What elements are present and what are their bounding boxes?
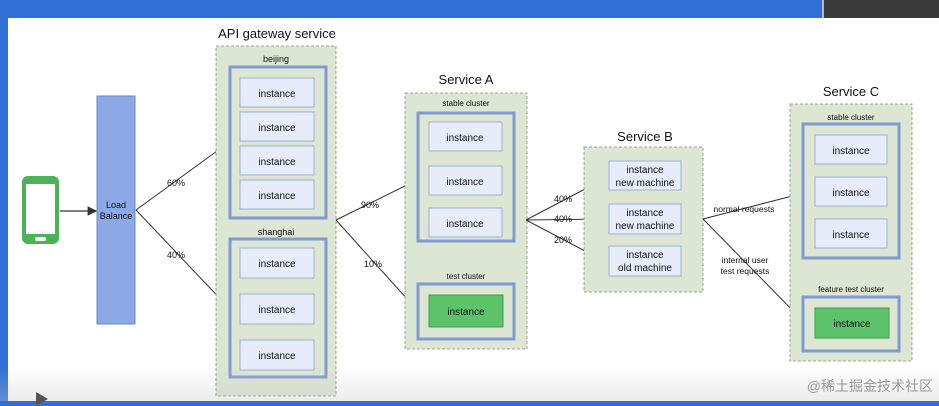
edge-label-10: 10% bbox=[364, 259, 382, 269]
beijing-instance-2-label: instance bbox=[258, 123, 296, 134]
webcam-thumbnail bbox=[822, 0, 939, 20]
load-balancer: Load Balance bbox=[96, 95, 136, 325]
edge-label-internal-line1: internal user bbox=[722, 255, 769, 265]
service-c-stable-instance-3: instance bbox=[814, 218, 888, 249]
beijing-instance-4-label: instance bbox=[258, 191, 296, 202]
top-strip bbox=[0, 0, 939, 18]
shanghai-instance-3: instance bbox=[239, 339, 315, 371]
edge-lb-to-beijing bbox=[135, 142, 229, 211]
shanghai-instance-1-label: instance bbox=[258, 259, 296, 270]
service-c-stable-instance-1-label: instance bbox=[832, 146, 870, 157]
beijing-instance-1-label: instance bbox=[258, 89, 296, 100]
edge-b-to-c-normal bbox=[702, 190, 805, 220]
service-a-stable-instance-1-label: instance bbox=[446, 133, 484, 144]
service-b-instance-3-line2: old machine bbox=[618, 263, 672, 274]
service-a-stable-instance-3: instance bbox=[428, 207, 503, 238]
edge-label-normal-requests: normal requests bbox=[714, 204, 775, 214]
phone-icon bbox=[22, 176, 59, 244]
shanghai-label: shanghai bbox=[258, 227, 295, 237]
service-b-instance-2-line2: new machine bbox=[616, 221, 675, 232]
edge-gateway-to-stable bbox=[335, 179, 418, 221]
service-c-feature-instance-label: instance bbox=[833, 319, 871, 330]
lb-label-line2: Balance bbox=[100, 211, 133, 221]
gateway-title: API gateway service bbox=[218, 26, 336, 41]
service-a-stable-instance-1: instance bbox=[428, 121, 503, 152]
service-c-feature-instance: instance bbox=[814, 307, 890, 339]
shanghai-instance-2-label: instance bbox=[258, 305, 296, 316]
service-b-title: Service B bbox=[617, 129, 673, 144]
service-c-stable-instance-2: instance bbox=[814, 176, 888, 207]
edge-label-90: 90% bbox=[361, 200, 379, 210]
beijing-instance-3-label: instance bbox=[258, 157, 296, 168]
edge-lb-to-shanghai bbox=[135, 209, 229, 308]
service-b-instance-1: instance new machine bbox=[608, 160, 682, 191]
service-b-instance-3-line1: instance bbox=[626, 250, 664, 261]
service-a-title: Service A bbox=[439, 72, 494, 87]
play-icon[interactable] bbox=[36, 392, 48, 406]
edge-label-a-b-3: 20% bbox=[554, 235, 572, 245]
video-control-bar bbox=[0, 366, 939, 401]
service-a-test-label: test cluster bbox=[447, 272, 486, 281]
beijing-instance-1: instance bbox=[239, 77, 315, 108]
service-a-stable-instance-3-label: instance bbox=[446, 219, 484, 230]
beijing-instance-3: instance bbox=[239, 145, 315, 176]
service-c-title: Service C bbox=[823, 84, 879, 99]
shanghai-instance-2: instance bbox=[239, 293, 315, 325]
shanghai-instance-3-label: instance bbox=[258, 351, 296, 362]
service-b-instance-1-line2: new machine bbox=[616, 178, 675, 189]
edge-label-a-b-2: 40% bbox=[554, 214, 572, 224]
service-b-instance-2-line1: instance bbox=[626, 208, 664, 219]
edge-gateway-to-test bbox=[335, 219, 418, 311]
service-c-stable-instance-3-label: instance bbox=[832, 230, 870, 241]
service-b-instance-1-line1: instance bbox=[626, 165, 664, 176]
beijing-label: beijing bbox=[263, 54, 289, 64]
service-a-stable-label: stable cluster bbox=[442, 99, 489, 108]
edge-label-40: 40% bbox=[167, 250, 185, 260]
shanghai-instance-1: instance bbox=[239, 247, 315, 279]
watermark: @稀土掘金技术社区 bbox=[806, 378, 933, 394]
edge-b-to-c-internal bbox=[702, 218, 805, 323]
edge-label-internal-line2: test requests bbox=[721, 266, 770, 276]
service-b-instance-2: instance new machine bbox=[608, 203, 682, 235]
service-a-test-instance: instance bbox=[428, 294, 504, 328]
beijing-instance-2: instance bbox=[239, 111, 315, 142]
service-c-feature-label: feature test cluster bbox=[818, 285, 884, 294]
beijing-instance-4: instance bbox=[239, 179, 315, 210]
edge-label-60: 60% bbox=[167, 178, 185, 188]
service-c-stable-instance-2-label: instance bbox=[832, 188, 870, 199]
service-b-instance-3: instance old machine bbox=[608, 245, 682, 277]
service-c-stable-label: stable cluster bbox=[827, 113, 874, 122]
edge-label-a-b-1: 40% bbox=[554, 194, 572, 204]
service-a-stable-instance-2: instance bbox=[428, 165, 503, 196]
service-c-stable-instance-1: instance bbox=[814, 134, 888, 165]
service-a-stable-instance-2-label: instance bbox=[446, 177, 484, 188]
service-a-test-instance-label: instance bbox=[447, 307, 485, 318]
lb-label-line1: Load bbox=[106, 200, 126, 210]
